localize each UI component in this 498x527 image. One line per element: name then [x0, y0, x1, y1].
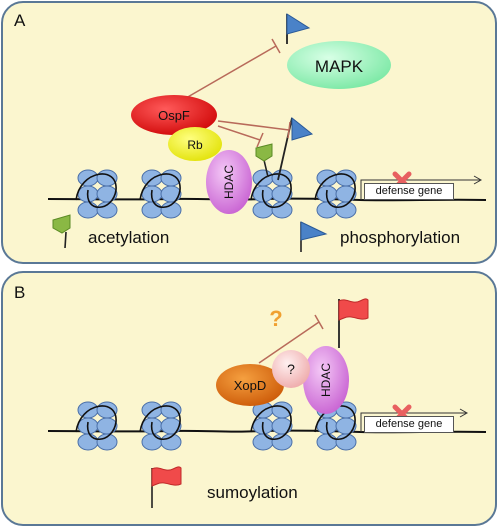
mapk-protein — [287, 41, 391, 89]
phosphorylation-legend-label: phosphorylation — [340, 228, 461, 247]
nucleosome-b1 — [75, 401, 118, 451]
nucleosome-b2 — [139, 401, 182, 451]
nucleosome-b3 — [250, 401, 293, 451]
acetylation-legend-icon — [52, 214, 71, 234]
sumo-flag-nucleosome — [338, 298, 369, 321]
defense-gene-a: defense gene — [364, 183, 454, 200]
phospho-flag-mapk — [286, 13, 311, 35]
rb-protein: Rb — [168, 127, 222, 161]
question-mark: ? — [269, 306, 282, 331]
inhibition-lines-a — [185, 38, 291, 148]
acetyl-flag-nucleosome — [255, 143, 273, 162]
unknown-protein-label: ? — [287, 361, 295, 377]
unknown-protein: ? — [272, 350, 310, 388]
nucleosome-b4 — [314, 401, 357, 451]
mapk-label: MAPK — [315, 57, 364, 76]
panel-b-label: B — [14, 283, 26, 302]
hdac-label-a: HDAC — [222, 165, 236, 199]
hdac-protein-b: HDAC — [303, 346, 349, 414]
panel-a — [1, 1, 497, 264]
sumoylation-legend-icon — [151, 466, 182, 487]
defense-gene-b: defense gene — [364, 416, 454, 433]
xopd-protein: XopD — [216, 364, 284, 406]
rb-label: Rb — [187, 138, 203, 152]
ospf-label: OspF — [158, 108, 190, 123]
nucleosome-a2 — [139, 169, 182, 219]
panel-a-label: A — [14, 11, 26, 30]
inhibition-line-b — [258, 321, 320, 364]
nucleosome-a3 — [250, 169, 293, 219]
hdac-label-b: HDAC — [319, 363, 333, 397]
sumoylation-legend-label: sumoylation — [207, 483, 298, 502]
xopd-label: XopD — [234, 378, 267, 393]
ospf-protein: OspF — [131, 95, 217, 135]
phosphorylation-legend-icon — [300, 221, 328, 241]
hdac-protein-a: HDAC — [206, 150, 252, 214]
acetylation-legend-label: acetylation — [88, 228, 170, 247]
phospho-flag-nucleosome — [291, 116, 314, 141]
nucleosome-a1 — [75, 169, 118, 219]
nucleosome-a4 — [314, 169, 357, 219]
